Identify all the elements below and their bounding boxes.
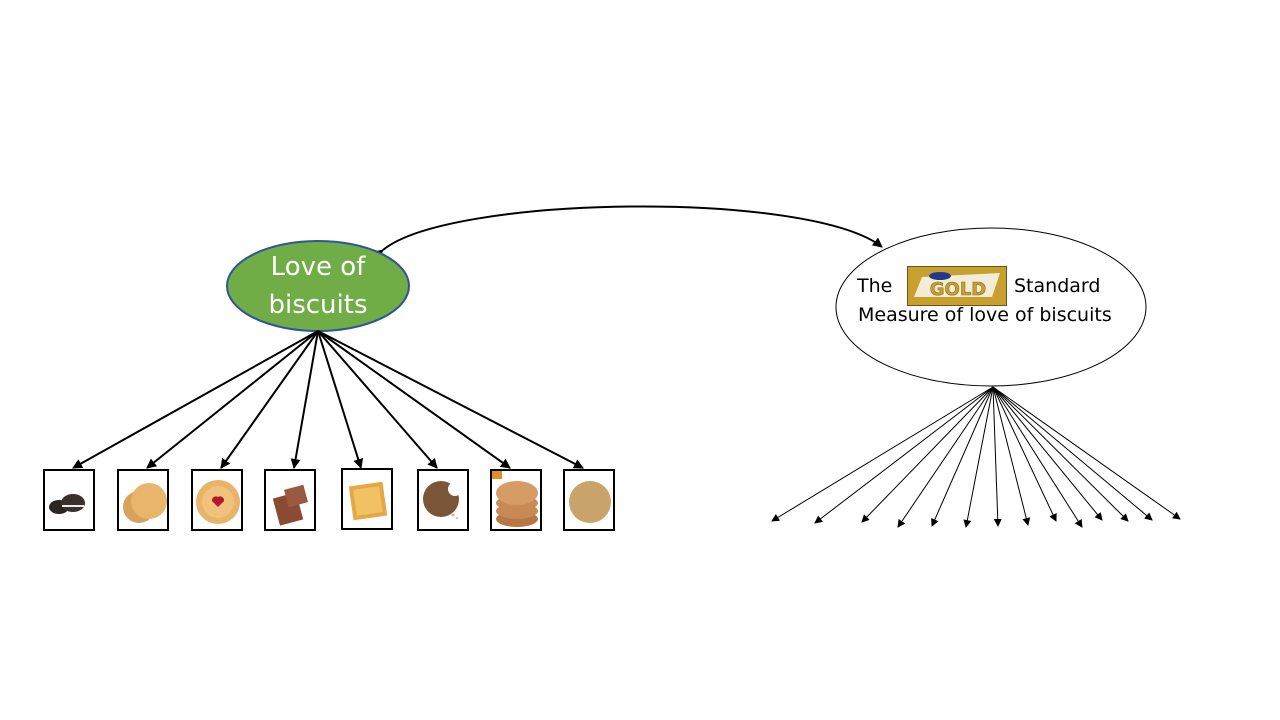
measure-line2: Measure of love of biscuits	[858, 304, 1112, 326]
gold-indicator-arrow-3	[861, 386, 994, 523]
gold-indicator-arrow-7	[992, 386, 1002, 527]
gold-logo-image: GOLD	[907, 266, 1007, 306]
biscuit-jammie-dodger-image	[196, 480, 240, 524]
right-loading-arrows	[771, 386, 1181, 528]
gold-indicator-arrow-14	[992, 386, 1181, 520]
biscuit-custard-cream-image	[348, 481, 388, 521]
indicator-bourbon[interactable]	[264, 469, 316, 531]
biscuit-bourbon-image	[272, 484, 308, 526]
indicator-rich-tea[interactable]	[563, 469, 615, 531]
gold-indicator-arrow-8	[992, 386, 1031, 526]
gold-indicator-arrow-4	[897, 386, 994, 528]
biscuit-hobnob-stack-image	[492, 471, 538, 527]
gold-indicator-arrow-9	[992, 386, 1057, 522]
covariance-arrow	[372, 205, 883, 260]
loading-arrow-chocolate-digestive	[317, 330, 438, 469]
indicator-hobnob-stack[interactable]	[490, 469, 542, 531]
latent-label-line1: Love of	[270, 252, 366, 282]
loading-arrow-jammie-dodger	[220, 330, 319, 469]
gold-indicator-arrow-2	[814, 386, 994, 524]
loading-arrow-custard-cream	[317, 330, 364, 469]
indicator-digestive-stack[interactable]	[117, 469, 169, 531]
indicator-chocolate-digestive[interactable]	[417, 469, 469, 531]
indicator-custard-cream[interactable]	[341, 468, 393, 530]
latent-left-label: Love of biscuits	[228, 248, 408, 324]
gold-indicator-arrow-13	[992, 386, 1153, 521]
measure-word-standard: Standard	[1014, 275, 1101, 297]
latent-label-line2: biscuits	[268, 290, 368, 320]
biscuit-chocolate-digestive-image	[423, 481, 462, 519]
gold-indicator-arrow-1	[771, 386, 994, 522]
gold-indicator-arrow-11	[992, 386, 1103, 521]
gold-indicator-arrow-6	[963, 386, 994, 528]
biscuit-oreo-image	[49, 494, 85, 514]
loading-arrow-digestive-stack	[146, 330, 319, 469]
gold-indicator-arrow-5	[931, 386, 994, 527]
gold-indicator-arrow-12	[992, 386, 1129, 522]
gold-logo-text: GOLD	[930, 279, 987, 300]
loading-arrow-oreo	[72, 330, 319, 469]
indicator-jammie-dodger[interactable]	[191, 469, 243, 531]
loading-arrow-rich-tea	[317, 330, 584, 469]
left-loading-arrows	[72, 330, 584, 469]
measure-word-the: The	[857, 275, 893, 297]
biscuit-digestive-stack-image	[123, 483, 167, 523]
gold-indicator-arrow-10	[992, 386, 1083, 528]
indicator-oreo[interactable]	[43, 469, 95, 531]
loading-arrow-hobnob-stack	[317, 330, 511, 469]
loading-arrow-bourbon	[290, 330, 319, 469]
biscuit-rich-tea-image	[569, 481, 611, 523]
